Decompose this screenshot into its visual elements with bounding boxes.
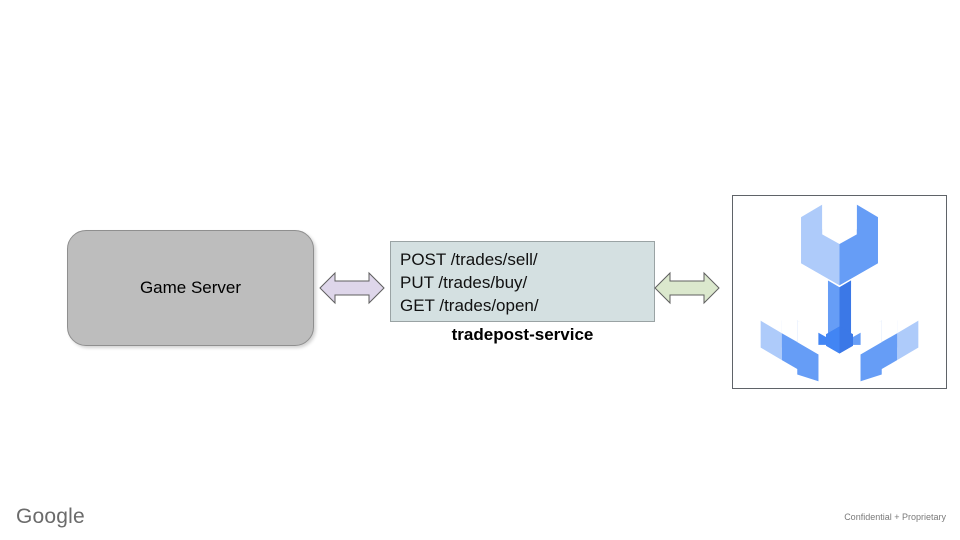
three-way-wrench-icon — [760, 196, 919, 382]
connector-game-server-to-service[interactable] — [318, 264, 386, 312]
node-game-server-label: Game Server — [139, 277, 242, 297]
node-game-server[interactable]: Game Server — [67, 230, 314, 346]
confidentiality-notice: Confidential + Proprietary — [844, 512, 946, 522]
node-tradepost-service[interactable]: POST /trades/sell/ PUT /trades/buy/ GET … — [390, 241, 655, 322]
connector-service-to-logo[interactable] — [653, 264, 721, 312]
logo-panel — [732, 195, 947, 389]
google-wordmark: Google — [16, 505, 85, 528]
arrow-shape — [319, 271, 385, 305]
endpoint-get: GET /trades/open/ — [400, 296, 539, 315]
endpoint-post: POST /trades/sell/ — [400, 250, 538, 269]
arrow-shape — [654, 271, 720, 305]
node-tradepost-service-caption: tradepost-service — [451, 325, 594, 344]
endpoint-put: PUT /trades/buy/ — [400, 273, 528, 292]
